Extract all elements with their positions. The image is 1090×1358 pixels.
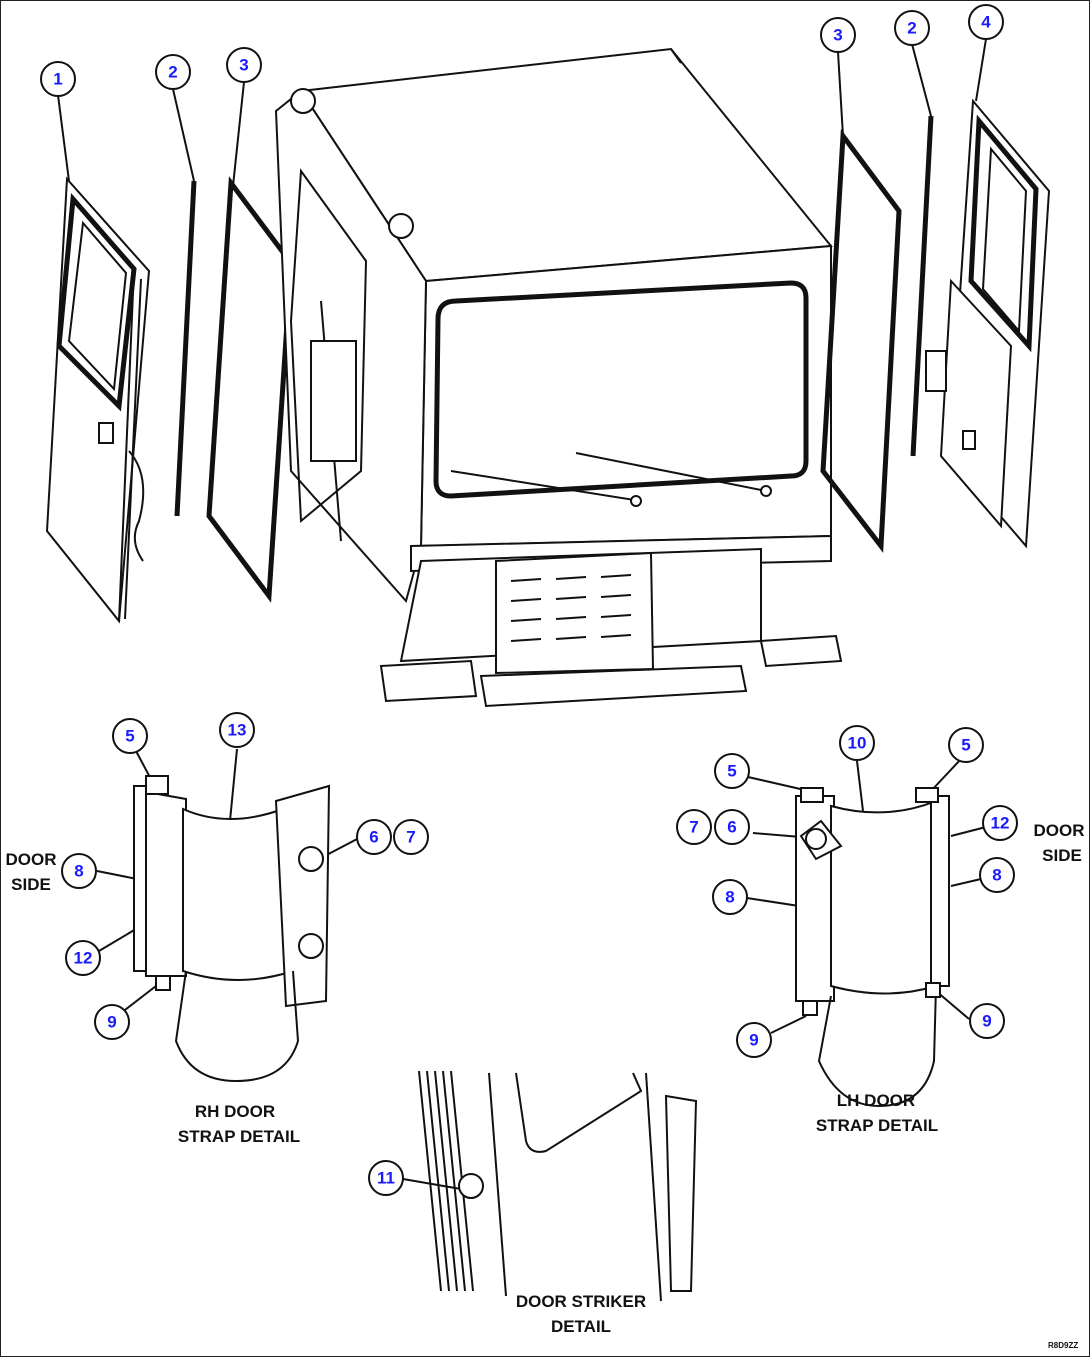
callout-number: 13: [228, 721, 247, 740]
callout-circle: [65, 940, 101, 976]
callout-circle: [839, 725, 875, 761]
callout-circle: [155, 54, 191, 90]
callout-c12b: 12: [982, 805, 1018, 841]
callout-number: 6: [727, 818, 736, 837]
seal-strip-left: [174, 180, 197, 517]
rh-door-strap-detail: [133, 775, 331, 1083]
callout-c8b: 8: [712, 879, 748, 915]
callout-number: 8: [992, 866, 1001, 885]
callout-circle: [219, 712, 255, 748]
callout-number: 12: [991, 814, 1010, 833]
callout-circle: [393, 819, 429, 855]
callout-circle: [94, 1004, 130, 1040]
lh-door-strap-detail: [795, 787, 950, 1108]
callout-c5b: 5: [714, 753, 750, 789]
callout-c9c: 9: [969, 1003, 1005, 1039]
callout-circle: [356, 819, 392, 855]
callout-circle: [112, 718, 148, 754]
door-side-left-line1: DOOR: [6, 850, 57, 869]
callout-c10: 10: [839, 725, 875, 761]
callout-circle: [969, 1003, 1005, 1039]
callout-c3a: 3: [226, 47, 262, 83]
callout-circle: [712, 879, 748, 915]
callout-c5a: 5: [112, 718, 148, 754]
callout-circle: [968, 4, 1004, 40]
cab-body: [274, 47, 843, 708]
callout-number: 2: [907, 19, 916, 38]
callout-circle: [736, 1022, 772, 1058]
callout-circle: [714, 809, 750, 845]
callout-c11: 11: [368, 1160, 404, 1196]
callout-number: 11: [377, 1169, 395, 1188]
callout-number: 2: [168, 63, 177, 82]
callout-number: 4: [981, 13, 991, 32]
callout-c9a: 9: [94, 1004, 130, 1040]
callout-c2b: 2: [894, 10, 930, 46]
striker-line2: DETAIL: [551, 1317, 611, 1336]
callout-c1: 1: [40, 61, 76, 97]
callout-number: 5: [727, 762, 736, 781]
callout-circle: [979, 857, 1015, 893]
callout-c12a: 12: [65, 940, 101, 976]
callout-c2a: 2: [155, 54, 191, 90]
callout-c7b: 7: [676, 809, 712, 845]
callout-circle: [820, 17, 856, 53]
glass-right: [820, 129, 902, 553]
callout-number: 6: [369, 828, 378, 847]
striker-line1: DOOR STRIKER: [516, 1292, 646, 1311]
rh-detail-line2: STRAP DETAIL: [178, 1127, 300, 1146]
callout-c7a: 7: [393, 819, 429, 855]
callout-c8a: 8: [61, 853, 97, 889]
callout-number: 3: [833, 26, 842, 45]
callout-number: 7: [689, 818, 698, 837]
right-door-part-4: [925, 98, 1051, 549]
callout-c13: 13: [219, 712, 255, 748]
callout-c6b: 6: [714, 809, 750, 845]
callout-circle: [40, 61, 76, 97]
callout-number: 8: [725, 888, 734, 907]
callout-c9b: 9: [736, 1022, 772, 1058]
seal-strip-right: [910, 115, 934, 457]
lh-detail-line1: LH DOOR: [837, 1091, 915, 1110]
figure-code: R8D9ZZ: [1048, 1341, 1078, 1350]
callout-circle: [368, 1160, 404, 1196]
callout-number: 3: [239, 56, 248, 75]
door-side-right-line1: DOOR: [1034, 821, 1085, 840]
callout-number: 10: [848, 734, 867, 753]
callout-number: 8: [74, 862, 83, 881]
callout-number: 9: [107, 1013, 116, 1032]
callout-circle: [61, 853, 97, 889]
callout-circle: [894, 10, 930, 46]
callout-number: 5: [961, 736, 970, 755]
callout-c6a: 6: [356, 819, 392, 855]
callout-number: 1: [53, 70, 62, 89]
callout-number: 9: [982, 1012, 991, 1031]
door-striker-detail: [418, 1070, 698, 1302]
callout-c3b: 3: [820, 17, 856, 53]
callout-circle: [982, 805, 1018, 841]
lh-detail-line2: STRAP DETAIL: [816, 1116, 938, 1135]
door-side-right-line2: SIDE: [1042, 846, 1082, 865]
callout-number: 9: [749, 1031, 758, 1050]
left-door-part-1: [45, 176, 151, 624]
callout-circle: [948, 727, 984, 763]
callout-number: 5: [125, 727, 134, 746]
callout-number: 7: [406, 828, 415, 847]
glass-left: [206, 176, 294, 603]
callout-c5c: 5: [948, 727, 984, 763]
rh-detail-line1: RH DOOR: [195, 1102, 275, 1121]
callout-circle: [676, 809, 712, 845]
callout-c8c: 8: [979, 857, 1015, 893]
leader-lines: [57, 38, 987, 1190]
callout-circle: [714, 753, 750, 789]
callout-circle: [226, 47, 262, 83]
callout-c4: 4: [968, 4, 1004, 40]
callout-number: 12: [74, 949, 93, 968]
door-side-left-line2: SIDE: [11, 875, 51, 894]
